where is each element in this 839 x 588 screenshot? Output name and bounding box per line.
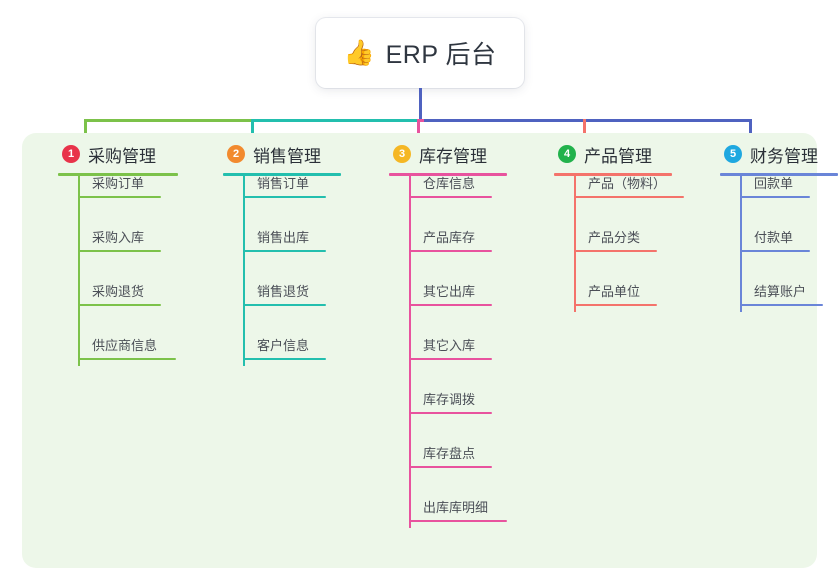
thumbs-up-icon: 👍	[343, 38, 375, 67]
branch-number-badge: 2	[227, 145, 245, 163]
branch-column-3: 3 库存管理仓库信息产品库存其它出库其它入库库存调拨库存盘点出库库明细	[379, 133, 507, 528]
branch-item-label: 回款单	[754, 176, 794, 191]
branch-header-rule	[58, 173, 178, 176]
branch-item-label: 仓库信息	[423, 176, 476, 191]
branch-item-rule	[243, 250, 326, 252]
branch-number-badge: 5	[724, 145, 742, 163]
branch-item-rule	[243, 358, 326, 360]
branch-column-2: 2 销售管理销售订单销售出库销售退货客户信息	[213, 133, 341, 366]
bus-segment-4	[424, 119, 749, 122]
branch-item-label: 付款单	[754, 230, 794, 245]
branch-item-rule	[740, 196, 810, 198]
branch-item-rule	[78, 196, 161, 198]
bus-segment-1	[84, 119, 251, 122]
branch-header-rule	[223, 173, 341, 176]
branch-item-rule	[78, 250, 161, 252]
drop-connector-4	[583, 119, 586, 145]
branch-number-badge: 3	[393, 145, 411, 163]
branch-title: 采购管理	[88, 146, 156, 166]
trunk-connector	[419, 88, 422, 119]
branch-header-2[interactable]: 2 销售管理	[213, 133, 341, 176]
branch-item-rule	[409, 358, 492, 360]
root-node-title: ERP 后台	[385, 41, 497, 69]
branch-item-label: 销售订单	[257, 176, 310, 191]
branch-item-label: 产品库存	[423, 230, 476, 245]
drop-connector-3	[417, 119, 420, 145]
branch-number-badge: 4	[558, 145, 576, 163]
branch-title: 财务管理	[750, 146, 818, 166]
branch-item-label: 其它出库	[423, 284, 476, 299]
bus-segment-3	[417, 119, 424, 122]
branch-column-4: 4 产品管理产品（物料） 产品分类产品单位	[544, 133, 684, 312]
branch-title: 库存管理	[419, 146, 487, 166]
branch-item-label: 库存调拨	[423, 392, 476, 407]
branch-column-5: 5 财务管理回款单付款单结算账户	[710, 133, 838, 312]
branch-item-rule	[409, 412, 492, 414]
branch-item-rule	[78, 358, 176, 360]
root-node-card[interactable]: 👍 ERP 后台	[316, 18, 524, 88]
branch-title: 销售管理	[253, 146, 321, 166]
branch-item-label: 结算账户	[754, 284, 807, 299]
branch-spine	[740, 176, 742, 312]
drop-connector-2	[251, 119, 254, 145]
branches-panel: 1 采购管理采购订单采购入库采购退货供应商信息 2 销售管理销售订单销售出库销售退货客…	[22, 133, 838, 568]
branch-item-rule	[409, 520, 507, 522]
branch-spine	[409, 176, 411, 528]
branch-item-label: 库存盘点	[423, 446, 476, 461]
branch-header-5[interactable]: 5 财务管理	[710, 133, 838, 176]
branch-header-1[interactable]: 1 采购管理	[48, 133, 178, 176]
branch-item-label: 产品单位	[588, 284, 641, 299]
branch-item-label: 销售出库	[257, 230, 310, 245]
branch-item-label: 销售退货	[257, 284, 310, 299]
branch-item-rule	[409, 466, 492, 468]
branch-item-rule	[740, 304, 823, 306]
branch-item-label: 客户信息	[257, 338, 310, 353]
branch-spine	[243, 176, 245, 366]
branch-item-label: 其它入库	[423, 338, 476, 353]
branch-item-rule	[409, 196, 492, 198]
branch-item-label: 采购入库	[92, 230, 145, 245]
branch-header-rule	[720, 173, 838, 176]
branch-item-rule	[243, 304, 326, 306]
branch-item-label: 产品分类	[588, 230, 641, 245]
drop-connector-1	[84, 119, 87, 145]
branch-item-rule	[409, 250, 492, 252]
branch-item-label: 出库库明细	[423, 500, 489, 515]
root-node-content: 👍 ERP 后台	[343, 35, 496, 71]
branch-header-4[interactable]: 4 产品管理	[544, 133, 672, 176]
branch-spine	[78, 176, 80, 366]
branch-spine	[574, 176, 576, 312]
branch-item-label: 采购订单	[92, 176, 145, 191]
branch-title: 产品管理	[584, 146, 652, 166]
branch-item-rule	[243, 196, 326, 198]
branch-column-1: 1 采购管理采购订单采购入库采购退货供应商信息	[48, 133, 178, 366]
bus-segment-2	[251, 119, 417, 122]
branch-number-badge: 1	[62, 145, 80, 163]
branch-item-rule	[574, 196, 684, 198]
branch-item-rule	[740, 250, 810, 252]
branch-header-rule	[389, 173, 507, 176]
branch-item-rule	[78, 304, 161, 306]
branch-item-label: 供应商信息	[92, 338, 158, 353]
drop-connector-5	[749, 119, 752, 145]
branch-item-rule	[409, 304, 492, 306]
branch-item-label: 产品（物料）	[588, 176, 667, 191]
branch-item-rule	[574, 304, 657, 306]
branch-item-rule	[574, 250, 657, 252]
branch-header-3[interactable]: 3 库存管理	[379, 133, 507, 176]
branch-item-label: 采购退货	[92, 284, 145, 299]
branch-header-rule	[554, 173, 672, 176]
